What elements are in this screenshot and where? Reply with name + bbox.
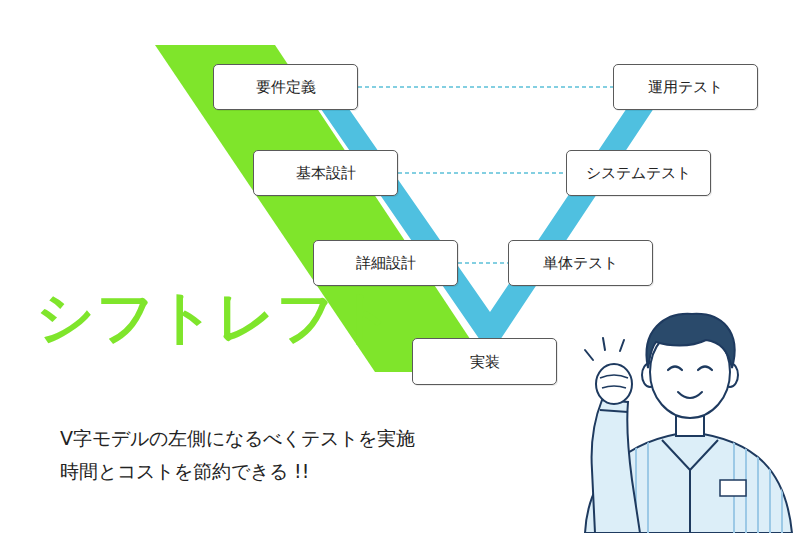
process-box: 運用テスト	[613, 64, 758, 110]
raised-arm	[592, 400, 640, 533]
process-box: システムテスト	[566, 150, 711, 196]
fingers	[600, 375, 628, 388]
dashed-connector	[398, 172, 566, 173]
dashed-connector	[358, 86, 613, 87]
process-box: 実装	[412, 338, 557, 385]
title: シフトレフト	[36, 288, 396, 346]
box-label: 基本設計	[296, 164, 356, 182]
box-label: 運用テスト	[648, 78, 723, 96]
box-label: 要件定義	[256, 78, 316, 96]
dashed-connector	[458, 262, 508, 263]
process-box: 要件定義	[213, 64, 358, 110]
process-box: 基本設計	[253, 150, 398, 196]
motion-lines	[585, 338, 624, 360]
process-box: 単体テスト	[508, 240, 653, 286]
fist	[596, 364, 632, 404]
person-illustration	[585, 314, 792, 533]
smile	[678, 392, 702, 398]
box-label: システムテスト	[586, 164, 691, 182]
placket	[689, 470, 691, 533]
hair	[646, 314, 734, 368]
process-box: 詳細設計	[313, 240, 458, 286]
caption: V字モデルの左側になるべくテストを実施 時間とコストを節約できる !!	[60, 422, 530, 488]
box-label: 詳細設計	[356, 254, 416, 272]
box-label: 実装	[470, 353, 500, 371]
cuff	[600, 410, 628, 412]
box-label: 単体テスト	[543, 254, 618, 272]
collar	[662, 440, 718, 470]
eyes	[668, 367, 712, 371]
name-badge	[720, 480, 746, 496]
